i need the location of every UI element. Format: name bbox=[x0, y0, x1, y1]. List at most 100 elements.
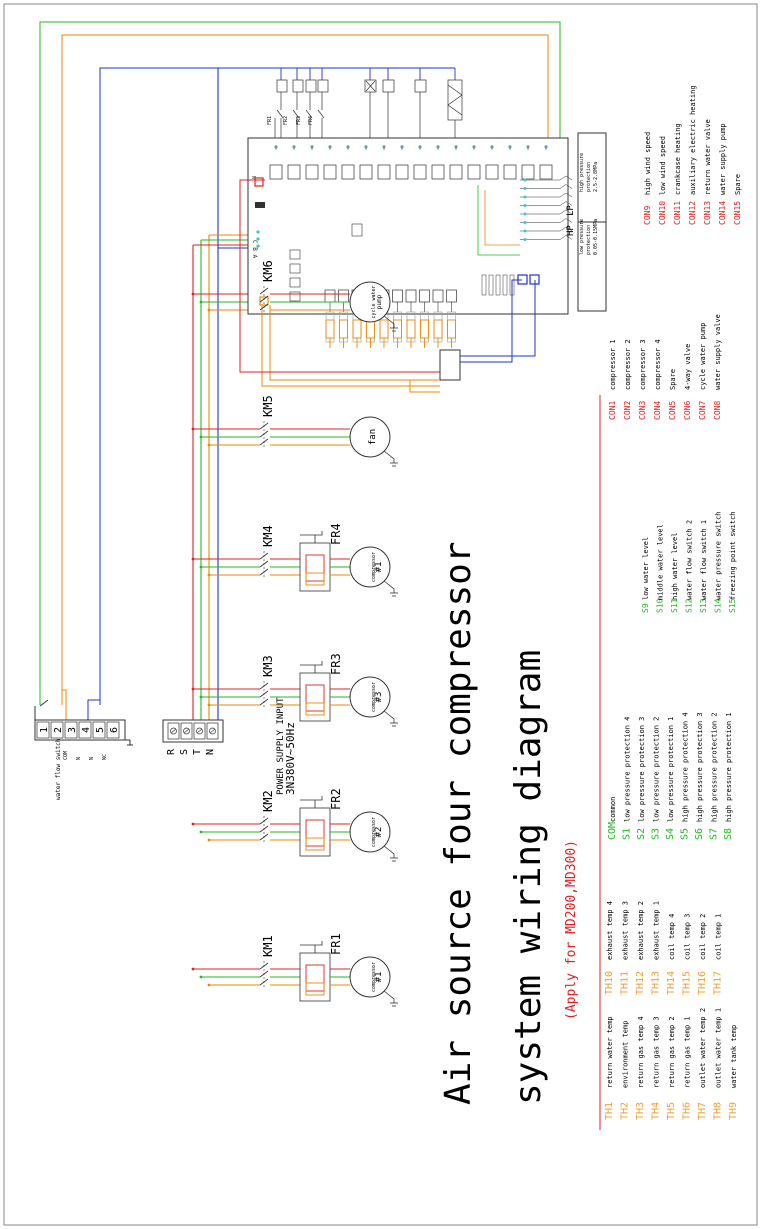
motor-1: compressor#1 bbox=[349, 956, 398, 1007]
legend-text: compressor 1 bbox=[609, 339, 617, 390]
legend-code: TH15 bbox=[682, 971, 693, 995]
legend-text: exhaust temp 1 bbox=[653, 901, 661, 960]
legend-code: S2 bbox=[636, 828, 647, 840]
legend-text: low wind speed bbox=[659, 136, 667, 195]
legend-code: TH8 bbox=[713, 1102, 724, 1120]
power-bus bbox=[192, 68, 250, 720]
legend-code: S14 bbox=[714, 598, 723, 613]
legend-code: CON9 bbox=[643, 206, 652, 225]
terminal-r: R bbox=[166, 748, 177, 755]
legend-text: return gas temp 1 bbox=[684, 1016, 692, 1088]
legend-code: CON8 bbox=[713, 401, 722, 420]
motor-sub-label: #2 bbox=[374, 827, 384, 838]
legend-text: return gas temp 4 bbox=[637, 1016, 645, 1088]
title-line-2: system wiring diagram bbox=[508, 650, 549, 1105]
legend-code: CON12 bbox=[688, 201, 697, 225]
legend-text: exhaust temp 2 bbox=[637, 901, 645, 960]
contactor-label: KM2 bbox=[261, 790, 275, 812]
fr-top-label: FR1 bbox=[267, 116, 273, 125]
contactor-label: KM4 bbox=[261, 525, 275, 547]
legend-text: return water valve bbox=[704, 119, 712, 195]
legend-text: exhaust temp 4 bbox=[606, 901, 614, 960]
legend-code: CON14 bbox=[718, 201, 727, 225]
legend-text: auxiliary electric heating bbox=[689, 85, 697, 195]
motor-sub-label: pump bbox=[376, 294, 383, 309]
legend-text: exhaust temp 3 bbox=[622, 901, 630, 960]
legend-text: water flow switch 1 bbox=[700, 520, 708, 600]
power-supply-label: POWER SUPPLY INPUT bbox=[276, 697, 286, 795]
low-pressure-value: 0.05-0.15MPa bbox=[593, 219, 599, 255]
thermal-relay-fr1: FR1 bbox=[299, 933, 350, 1002]
legend-code: S7 bbox=[709, 828, 720, 840]
legend-text: high water level bbox=[671, 533, 679, 600]
legend-text: freezing point switch bbox=[729, 511, 737, 600]
motor-label: compressor bbox=[371, 682, 377, 712]
switch-side-label: COM bbox=[63, 751, 69, 760]
relay-label: FR1 bbox=[329, 933, 343, 955]
low-pressure-label-2: protection bbox=[586, 225, 592, 255]
high-pressure-label-2: protection bbox=[586, 162, 592, 192]
power-terminal-block bbox=[162, 719, 224, 743]
legend-text: return gas temp 2 bbox=[668, 1016, 676, 1088]
contactor-km1: KM1 bbox=[259, 935, 300, 987]
legend-text: return water temp bbox=[606, 1016, 614, 1088]
board-cba-label: C B A bbox=[251, 240, 258, 258]
pressure-switch-wires bbox=[477, 175, 573, 256]
legend-code: S13 bbox=[699, 598, 708, 613]
legend-text: crankcase heating bbox=[674, 123, 682, 195]
board-loop-wires bbox=[239, 179, 536, 393]
legend-text: coil temp 2 bbox=[699, 914, 707, 960]
contactor-km6: KM6 bbox=[259, 260, 350, 312]
legend-text: coil temp 4 bbox=[668, 914, 676, 960]
legend-code: S11 bbox=[670, 598, 679, 613]
motor-2: compressor#2 bbox=[349, 811, 398, 862]
legend-text: middle water level bbox=[657, 524, 665, 600]
legend-code: CON6 bbox=[683, 401, 692, 420]
legend-text: water supply pump bbox=[719, 123, 727, 195]
legend-text: high pressure protection 3 bbox=[696, 712, 704, 822]
legend-code: TH14 bbox=[666, 971, 677, 995]
switch-terminal-5: 5 bbox=[95, 727, 106, 733]
low-pressure-label: low pressure bbox=[579, 219, 585, 255]
fr-top-label: FR3 bbox=[296, 116, 302, 125]
legend-text: compressor 2 bbox=[624, 339, 632, 390]
fr-top-label: FR2 bbox=[283, 116, 289, 125]
contactor-label: KM1 bbox=[261, 935, 275, 957]
switch-terminal-2: 2 bbox=[53, 727, 64, 733]
legend-code: S8 bbox=[723, 828, 734, 840]
legend-code: TH12 bbox=[635, 971, 646, 995]
legend-text: return gas temp 3 bbox=[653, 1016, 661, 1088]
legend-code: TH7 bbox=[697, 1102, 708, 1120]
legend-text: low water level bbox=[642, 537, 650, 600]
motor-3: compressor#3 bbox=[349, 676, 398, 727]
control-board: N C B A bbox=[247, 137, 569, 348]
legend-code: TH13 bbox=[651, 971, 662, 995]
legend-text: compressor 3 bbox=[639, 339, 647, 390]
legend-text: low pressure protection 2 bbox=[653, 717, 661, 822]
motor-label: compressor bbox=[371, 817, 377, 847]
legend-text: coil temp 3 bbox=[684, 914, 692, 960]
legend-text: compressor 4 bbox=[654, 339, 662, 390]
legend-code: TH9 bbox=[728, 1102, 739, 1120]
relay-label: FR2 bbox=[329, 788, 343, 810]
switch-terminal-3: 3 bbox=[67, 727, 78, 733]
thermal-relay-fr4: FR4 bbox=[299, 523, 350, 592]
legend-code: S12 bbox=[685, 598, 694, 613]
legend-code: S6 bbox=[694, 828, 705, 840]
legend-text: common bbox=[609, 797, 617, 822]
contactor-km5: KM5 bbox=[259, 395, 350, 447]
legend-code: CON7 bbox=[698, 401, 707, 420]
board-n-label: N bbox=[250, 176, 256, 179]
high-pressure-value: 2.5-2.8MPa bbox=[593, 162, 599, 192]
switch-terminal-4: 4 bbox=[81, 727, 92, 733]
legend-text: water pressure switch bbox=[715, 511, 723, 600]
legend-text: low pressure protection 3 bbox=[638, 717, 646, 822]
legend-code: TH17 bbox=[713, 971, 724, 995]
legend-text: environment temp bbox=[622, 1021, 630, 1088]
legend-text: water tank temp bbox=[730, 1025, 738, 1088]
legend-text: high pressure protection 1 bbox=[725, 712, 733, 822]
legend-text: high pressure protection 2 bbox=[711, 712, 719, 822]
